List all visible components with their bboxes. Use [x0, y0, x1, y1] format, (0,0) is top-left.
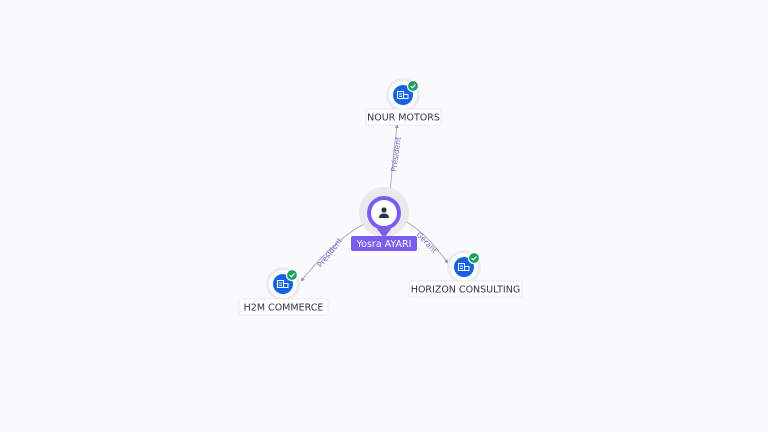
building-icon — [458, 263, 470, 271]
verified-badge — [285, 268, 299, 282]
company-label-box — [365, 108, 442, 126]
edge-label-nour-motors: Président — [389, 136, 403, 172]
check-icon — [471, 256, 477, 261]
company-label-box — [408, 280, 523, 298]
person-label-box — [351, 236, 417, 251]
verified-badge — [467, 251, 481, 265]
company-label-box — [238, 298, 329, 316]
check-icon — [410, 84, 416, 89]
person-node[interactable]: Yosra AYARI — [351, 187, 417, 251]
edge-label-h2m-commerce: Président — [315, 236, 344, 269]
company-node-h2m-commerce[interactable]: H2M COMMERCE — [238, 267, 329, 316]
company-name: NOUR MOTORS — [367, 113, 440, 124]
check-icon — [289, 273, 295, 278]
person-marker-tip — [377, 229, 391, 238]
company-node-nour-motors[interactable]: NOUR MOTORS — [365, 78, 442, 126]
company-name: HORIZON CONSULTING — [411, 285, 520, 296]
person-name: Yosra AYARI — [356, 239, 412, 250]
person-marker-inner — [371, 200, 397, 226]
edge-label-horizon-consulting: Gérant — [415, 230, 439, 255]
person-icon — [379, 207, 389, 218]
company-node-horizon-consulting[interactable]: HORIZON CONSULTING — [408, 250, 523, 298]
edge-nour-motors[interactable]: Président — [389, 124, 403, 197]
company-name: H2M COMMERCE — [244, 303, 324, 314]
building-icon — [397, 91, 409, 99]
verified-badge — [406, 79, 420, 93]
building-icon — [277, 280, 289, 288]
